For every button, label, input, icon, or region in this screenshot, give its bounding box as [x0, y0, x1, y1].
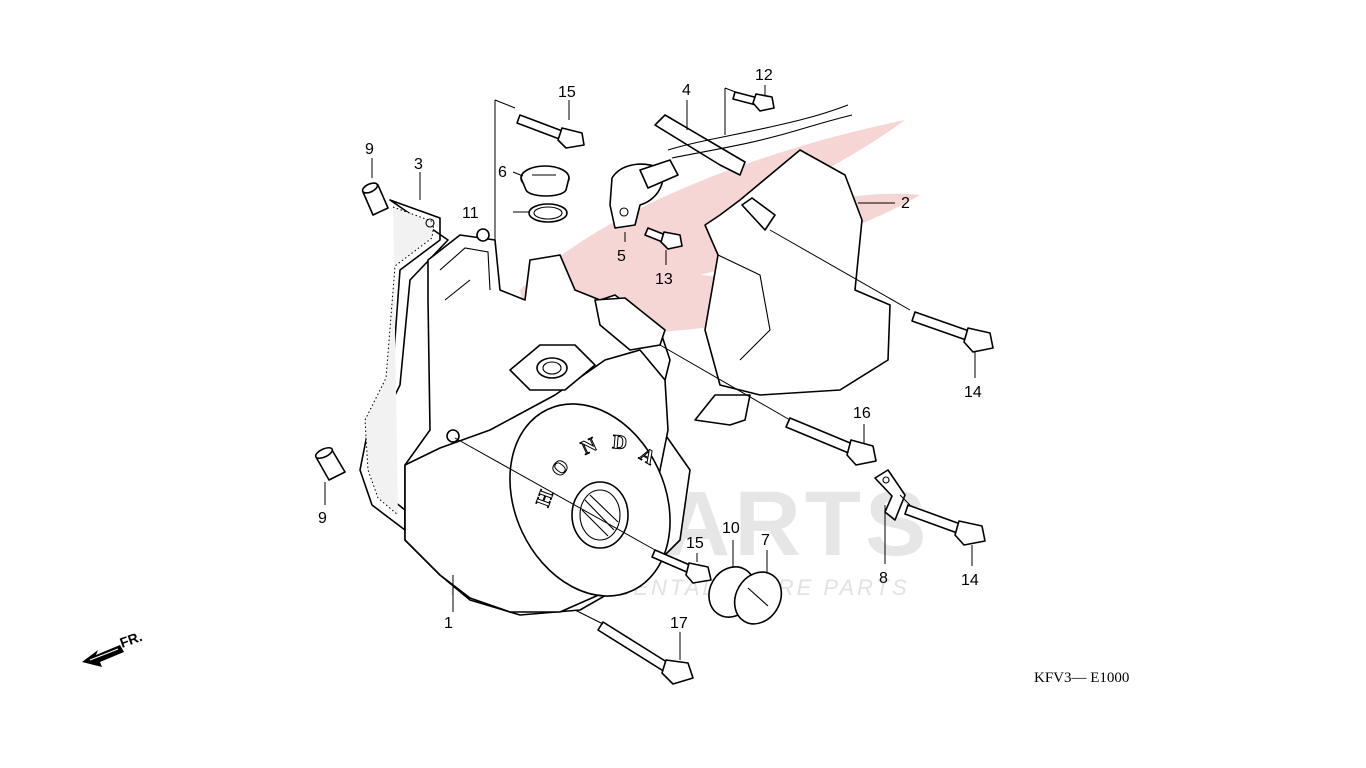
part-wire-clamp-sensor	[609, 104, 853, 229]
callout-14-top: 14	[964, 384, 982, 401]
svg-text:D: D	[612, 431, 628, 454]
callout-1: 1	[444, 615, 453, 632]
part-oil-cap-oring	[520, 165, 570, 223]
callout-17: 17	[670, 615, 688, 632]
part-bolts	[516, 91, 994, 685]
part-dowel-pins	[314, 182, 389, 481]
part-left-crankcase-cover: H O N D A	[404, 228, 691, 616]
front-label: FR.	[118, 628, 145, 651]
callout-8: 8	[879, 570, 888, 587]
callout-labels: 1 2 3 4 5 6 7 8 9 9 10 11 12 13 14 14 15…	[318, 67, 982, 632]
callout-3: 3	[414, 156, 423, 173]
front-direction-arrow: FR.	[82, 628, 144, 667]
diagram-code: KFV3— E1000	[1034, 670, 1129, 686]
callout-9-top: 9	[365, 141, 374, 158]
callout-11: 11	[462, 205, 479, 222]
callout-15-bottom: 15	[686, 535, 704, 552]
part-clamp	[874, 469, 906, 521]
leader-lines	[324, 85, 976, 660]
callout-12: 12	[755, 67, 773, 84]
callout-9-bottom: 9	[318, 510, 327, 527]
callout-6: 6	[498, 164, 507, 181]
part-plug-oring	[708, 566, 783, 625]
part-cover-guard	[694, 149, 891, 426]
callout-10: 10	[722, 520, 740, 537]
callout-5: 5	[617, 248, 626, 265]
callout-2: 2	[901, 195, 910, 212]
callout-16: 16	[853, 405, 871, 422]
callout-4: 4	[682, 82, 691, 99]
part-gasket	[359, 199, 449, 531]
callout-15-top: 15	[558, 84, 576, 101]
callout-14-bottom: 14	[961, 572, 979, 589]
callout-13: 13	[655, 271, 673, 288]
callout-7: 7	[761, 532, 770, 549]
